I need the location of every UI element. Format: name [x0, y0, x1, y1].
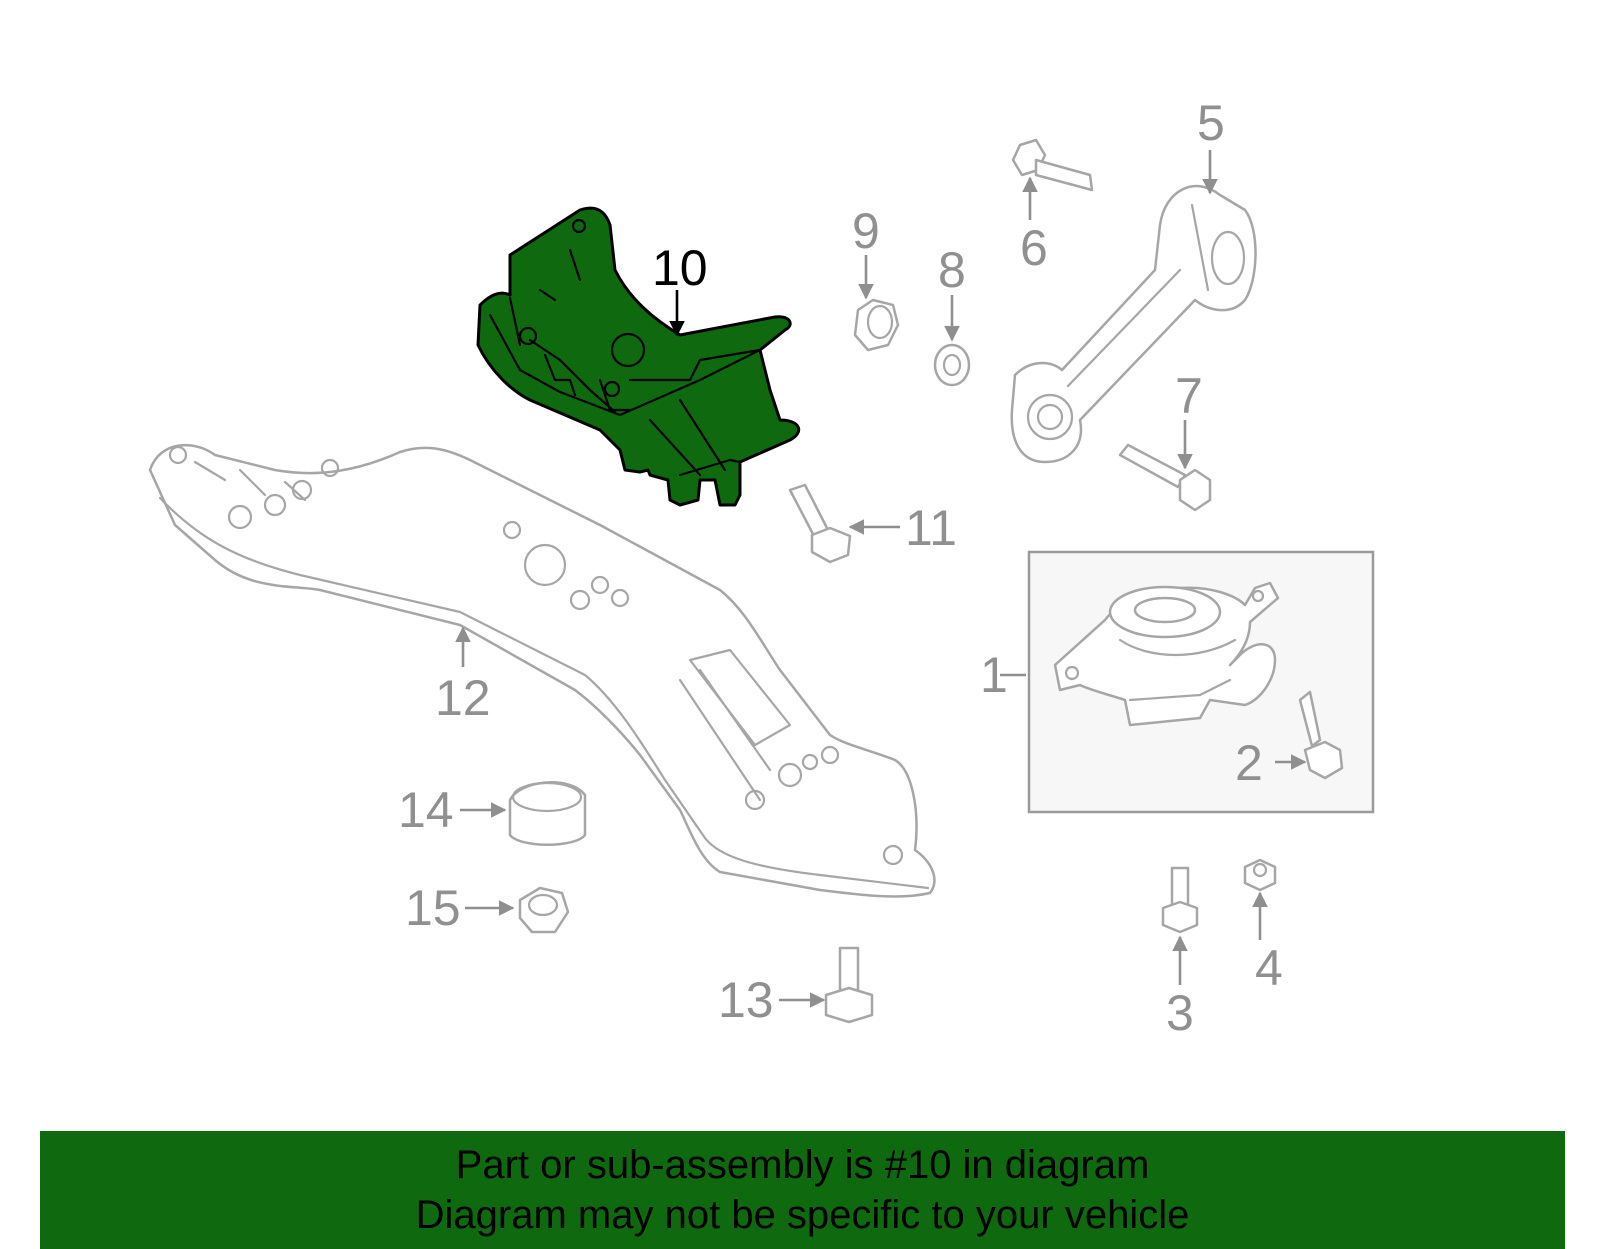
callout-11[interactable]: 11 [905, 500, 957, 556]
callout-10[interactable]: 10 [652, 240, 708, 296]
callout-4[interactable]: 4 [1255, 940, 1283, 996]
banner-line-part: Part or sub-assembly is #10 in diagram [455, 1143, 1150, 1187]
leader-lines [455, 150, 1307, 1008]
callout-7[interactable]: 7 [1175, 368, 1203, 424]
callout-2[interactable]: 2 [1235, 735, 1263, 791]
callout-13[interactable]: 13 [718, 972, 774, 1028]
part-14-bushing[interactable] [508, 781, 587, 846]
part-9-nut[interactable] [853, 298, 900, 352]
part-11-bolt[interactable] [788, 483, 852, 564]
callout-3[interactable]: 3 [1166, 985, 1194, 1041]
part-13-bolt[interactable] [824, 946, 874, 1024]
part-6-bolt[interactable] [1011, 138, 1094, 192]
banner-line-disclaimer: Diagram may not be specific to your vehi… [415, 1193, 1190, 1237]
callout-5[interactable]: 5 [1197, 95, 1225, 151]
part-3-bolt[interactable] [1161, 866, 1199, 934]
callout-8[interactable]: 8 [938, 242, 966, 298]
part-2-bolt[interactable] [1298, 690, 1344, 780]
callout-6[interactable]: 6 [1020, 220, 1048, 276]
part-8-washer[interactable] [933, 343, 971, 387]
callout-15[interactable]: 15 [405, 880, 461, 936]
callout-labels: 10 1 2 3 4 5 6 7 8 9 11 12 13 14 15 [398, 95, 1283, 1041]
callout-14[interactable]: 14 [398, 782, 454, 838]
part-7-bolt[interactable] [1118, 443, 1212, 512]
part-15-nut[interactable] [518, 886, 570, 934]
notice-banner: Part or sub-assembly is #10 in diagram D… [40, 1131, 1565, 1249]
callout-1[interactable]: 1 [980, 647, 1008, 703]
callout-12[interactable]: 12 [435, 670, 491, 726]
part-4-nut[interactable] [1243, 858, 1277, 892]
part-12-crossmember[interactable] [148, 443, 936, 898]
part-10-mount-bracket[interactable] [476, 206, 801, 507]
callout-9[interactable]: 9 [852, 203, 880, 259]
part-5-torque-rod[interactable] [1010, 184, 1257, 464]
